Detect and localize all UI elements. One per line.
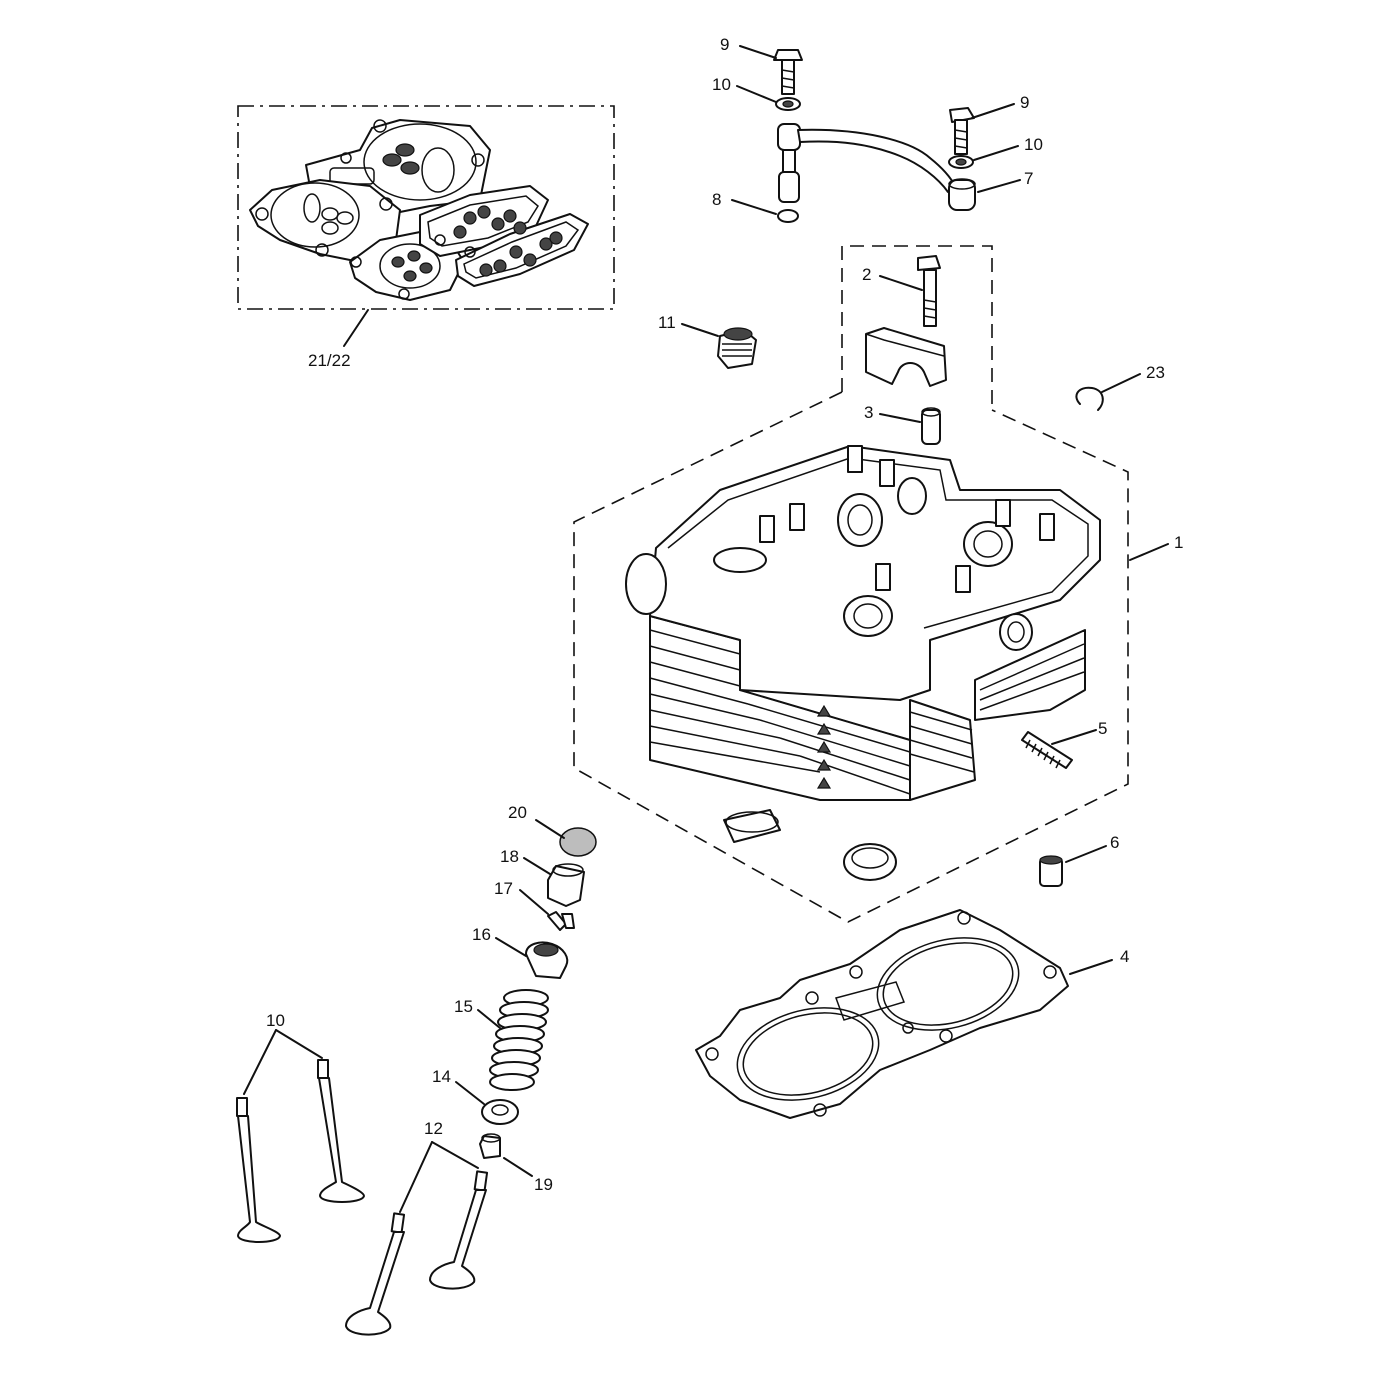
callout-12: 10 bbox=[266, 1011, 285, 1030]
o-ring-8 bbox=[777, 209, 799, 223]
stud-5: 5 bbox=[1021, 719, 1107, 769]
callout-9-right: 9 bbox=[1020, 93, 1029, 112]
dowel-6: 6 bbox=[1039, 833, 1119, 887]
callout-19: 19 bbox=[534, 1175, 553, 1194]
callout-4: 4 bbox=[1120, 947, 1129, 966]
callout-20: 20 bbox=[508, 803, 527, 822]
exhaust-valve-b bbox=[429, 1170, 489, 1290]
oil-pipe bbox=[797, 128, 956, 193]
callout-7: 7 bbox=[1024, 169, 1033, 188]
cam-cap bbox=[865, 327, 947, 387]
banjo-bolt-left bbox=[773, 49, 803, 61]
part-11: 11 bbox=[658, 313, 757, 369]
shim-20 bbox=[559, 827, 597, 857]
callout-10-left: 10 bbox=[712, 75, 731, 94]
banjo-fitting-left bbox=[777, 123, 801, 151]
valves-12-group: 10 bbox=[236, 1011, 365, 1243]
leader-21-22 bbox=[343, 309, 369, 347]
valve-seal-ring-b bbox=[843, 843, 897, 881]
callout-10-right: 10 bbox=[1024, 135, 1043, 154]
callout-3: 3 bbox=[864, 403, 873, 422]
valve-seal-ring-a bbox=[723, 809, 781, 843]
spring-seat-14 bbox=[481, 1099, 519, 1125]
head-gasket: 4 bbox=[695, 909, 1129, 1119]
dowel-3 bbox=[921, 409, 941, 445]
inlet-valve-a bbox=[236, 1097, 281, 1243]
valves-13-group: 12 bbox=[345, 1119, 489, 1336]
valve-train-group: 20 18 17 16 15 14 bbox=[432, 803, 597, 1194]
gasket-kit-boundary bbox=[237, 105, 615, 310]
callout-5: 5 bbox=[1098, 719, 1107, 738]
gasket-kit-illustration bbox=[249, 119, 589, 301]
cylinder-head bbox=[625, 445, 1101, 881]
cylinder-head-group: 1 bbox=[573, 391, 1183, 923]
callout-14: 14 bbox=[432, 1067, 451, 1086]
callout-6: 6 bbox=[1110, 833, 1119, 852]
callout-17: 17 bbox=[494, 879, 513, 898]
callout-8: 8 bbox=[712, 190, 721, 209]
inlet-valve-b bbox=[317, 1059, 365, 1203]
callout-16: 16 bbox=[472, 925, 491, 944]
callout-11: 11 bbox=[658, 313, 676, 332]
cam-cap-bolt bbox=[917, 255, 941, 271]
valve-spring-15 bbox=[489, 989, 549, 1091]
callout-1: 1 bbox=[1174, 533, 1183, 552]
callout-18: 18 bbox=[500, 847, 519, 866]
callout-13: 12 bbox=[424, 1119, 443, 1138]
part-23: 23 bbox=[1075, 363, 1165, 411]
exhaust-valve-a bbox=[345, 1212, 406, 1336]
callout-2: 2 bbox=[862, 265, 871, 284]
callout-15: 15 bbox=[454, 997, 473, 1016]
banjo-fitting-right bbox=[948, 179, 976, 211]
callout-23: 23 bbox=[1146, 363, 1165, 382]
oil-feed-pipe-group: 9 10 8 9 10 7 bbox=[712, 35, 1043, 223]
gasket-kit-group: 21/22 bbox=[237, 105, 615, 370]
callout-21-22: 21/22 bbox=[308, 351, 351, 370]
cam-cap-group: 2 3 bbox=[841, 245, 993, 445]
callout-9-left: 9 bbox=[720, 35, 729, 54]
